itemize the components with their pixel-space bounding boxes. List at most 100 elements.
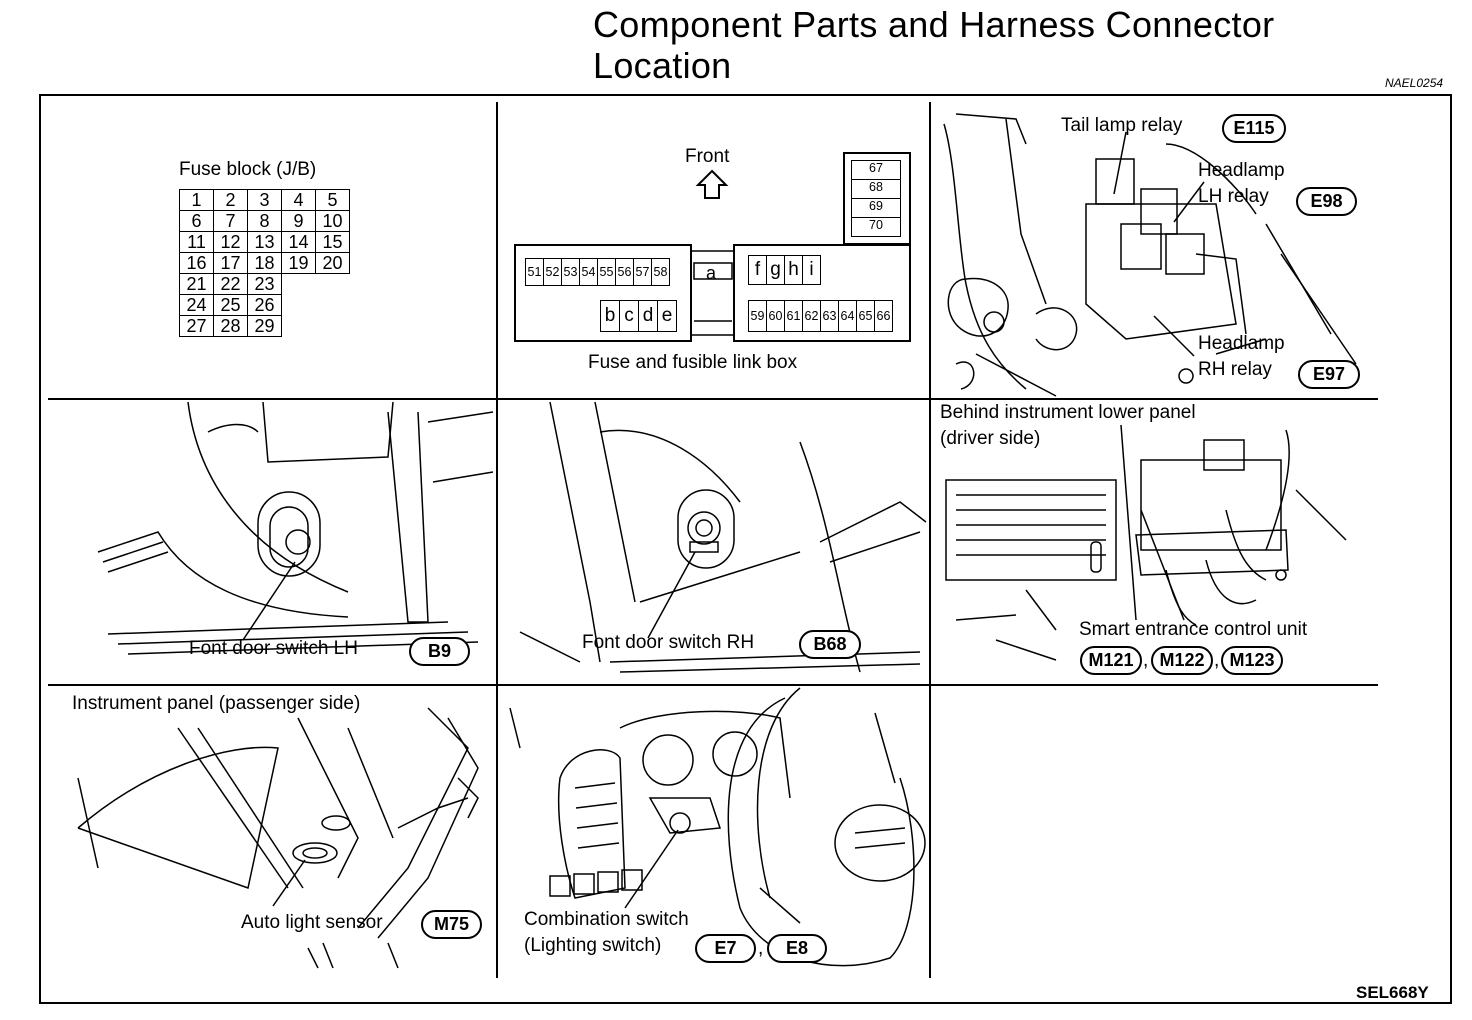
page-title: Component Parts and Harness Connector Lo… [593, 4, 1274, 86]
fuse-cell: 68 [851, 179, 901, 199]
fuse-cell: 6 [179, 210, 214, 232]
fuse-cell: 21 [179, 273, 214, 295]
fuse-cell: 28 [213, 315, 248, 337]
fuse-cell: 29 [247, 315, 282, 337]
fuse-cell: 66 [874, 300, 893, 332]
fuse-cell: e [657, 300, 677, 332]
fuse-link-box-label: Fuse and fusible link box [588, 352, 798, 373]
door-switch-lh-label: Font door switch LH [189, 638, 358, 659]
fuse-cell: 53 [561, 258, 580, 286]
connector-e115-badge: E115 [1222, 114, 1286, 143]
auto-light-sensor-illustration [77, 707, 479, 969]
connector-e98-badge: E98 [1296, 187, 1357, 216]
fuse-cell: 22 [213, 273, 248, 295]
connector-b68-badge: B68 [799, 630, 861, 659]
fuse-cell: 18 [247, 252, 282, 274]
fuse-cell: 55 [597, 258, 616, 286]
door-switch-lh-illustration [97, 401, 494, 655]
smart-unit-label: Smart entrance control unit [1079, 619, 1308, 640]
fuse-cell: 20 [315, 252, 350, 274]
fuse-cell: 60 [766, 300, 785, 332]
fuse-cell: 51 [525, 258, 544, 286]
combination-switch-label-1: Combination switch [524, 909, 689, 930]
fuse-cell: 12 [213, 231, 248, 253]
fuse-cell: 2 [213, 189, 248, 211]
fuse-cell: 19 [281, 252, 316, 274]
fuse-cell: 14 [281, 231, 316, 253]
front-label: Front [685, 146, 730, 167]
fuse-67-70: 67 68 69 70 [851, 160, 901, 237]
headlamp-rh-label-1: Headlamp [1198, 333, 1285, 354]
smart-unit-illustration [945, 424, 1347, 661]
fuse-f-i: f g h i [748, 255, 821, 285]
fuse-link-box-outline [514, 152, 911, 342]
headlamp-lh-label-2: LH relay [1198, 186, 1269, 207]
title-line-1: Component Parts and Harness Connector [593, 4, 1275, 45]
fuse-b-e: b c d e [600, 300, 677, 332]
grid-divider-h2 [48, 684, 1378, 686]
fuse-a-label: a [706, 263, 717, 283]
tail-lamp-relay-label: Tail lamp relay [1061, 115, 1183, 136]
grid-divider-h1 [48, 398, 1378, 400]
fuse-cell: 11 [179, 231, 214, 253]
engine-relay-illustration [943, 113, 1357, 397]
fuse-cell: 4 [281, 189, 316, 211]
fuse-cell: 3 [247, 189, 282, 211]
smart-unit-location-2: (driver side) [940, 428, 1041, 449]
figure-code: SEL668Y [1356, 983, 1429, 1002]
fuse-cell: 27 [179, 315, 214, 337]
fuse-cell: 13 [247, 231, 282, 253]
fuse-cell: 23 [247, 273, 282, 295]
connector-e7-badge: E7 [695, 934, 756, 963]
fuse-cell: 61 [784, 300, 803, 332]
fuse-cell: 1 [179, 189, 214, 211]
connector-e8-badge: E8 [767, 934, 827, 963]
fuse-cell: 16 [179, 252, 214, 274]
reference-code: NAEL0254 [1385, 76, 1444, 90]
fuse-cell: 64 [838, 300, 857, 332]
fuse-cell: h [784, 255, 803, 285]
connector-m123-badge: M123 [1221, 646, 1283, 675]
fuse-cell: 5 [315, 189, 350, 211]
door-switch-rh-label: Font door switch RH [582, 632, 755, 653]
fuse-cell: 24 [179, 294, 214, 316]
combination-switch-label-2: (Lighting switch) [524, 935, 662, 956]
fuse-cell: f [748, 255, 767, 285]
fuse-59-66: 59 60 61 62 63 64 65 66 [748, 300, 893, 332]
fuse-cell: 15 [315, 231, 350, 253]
auto-light-sensor-label: Auto light sensor [241, 912, 383, 933]
fuse-cell: 65 [856, 300, 875, 332]
fuse-cell: 57 [633, 258, 652, 286]
fuse-cell: 58 [651, 258, 670, 286]
fuse-cell: g [766, 255, 785, 285]
fuse-cell: c [619, 300, 639, 332]
fuse-cell: 7 [213, 210, 248, 232]
fuse-cell: 52 [543, 258, 562, 286]
connector-m121-badge: M121 [1080, 646, 1142, 675]
connector-separator: , [1214, 650, 1220, 671]
fuse-cell: 9 [281, 210, 316, 232]
connector-m75-badge: M75 [421, 910, 482, 939]
fuse-cell: 59 [748, 300, 767, 332]
smart-unit-location-1: Behind instrument lower panel [940, 402, 1196, 423]
fuse-cell: 17 [213, 252, 248, 274]
fuse-block-label: Fuse block (J/B) [179, 159, 317, 180]
connector-separator: , [758, 938, 764, 959]
grid-divider-v2 [929, 102, 931, 978]
fuse-cell: 26 [247, 294, 282, 316]
fuse-cell: 56 [615, 258, 634, 286]
fuse-cell: b [600, 300, 620, 332]
headlamp-lh-label-1: Headlamp [1198, 160, 1285, 181]
fuse-cell: 70 [851, 217, 901, 237]
fuse-51-58: 51 52 53 54 55 56 57 58 [525, 258, 670, 286]
front-arrow-icon [695, 169, 729, 199]
combination-switch-illustration [509, 687, 926, 967]
fuse-cell: i [802, 255, 821, 285]
fuse-cell: 25 [213, 294, 248, 316]
fuse-cell: d [638, 300, 658, 332]
connector-separator: , [1143, 650, 1149, 671]
diagram-frame [39, 94, 1452, 1004]
title-line-2: Location [593, 45, 732, 86]
connector-e97-badge: E97 [1298, 360, 1360, 389]
